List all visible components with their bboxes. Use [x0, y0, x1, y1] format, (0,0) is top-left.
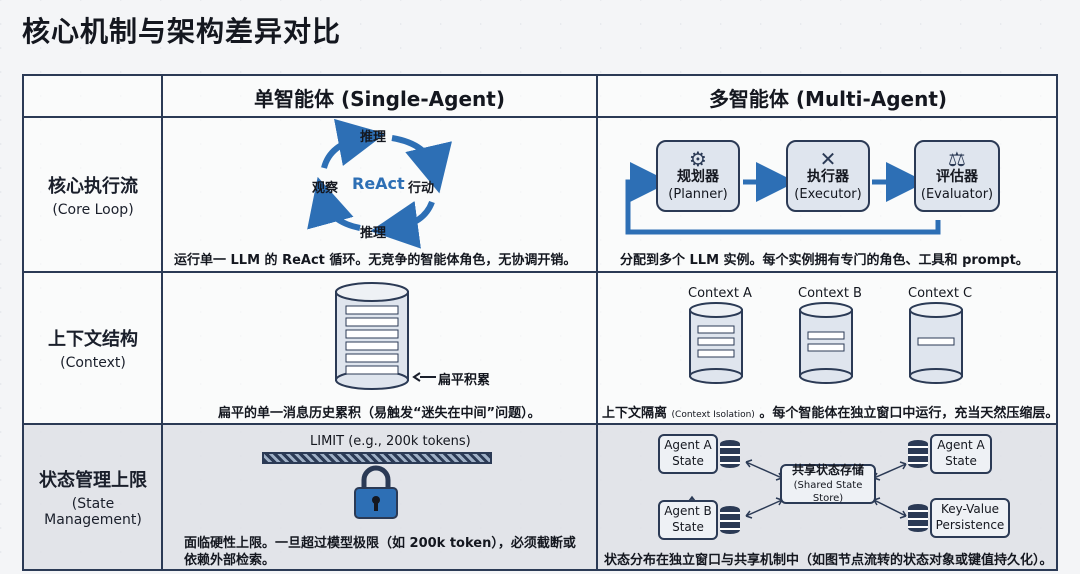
- database-icon: [908, 440, 928, 468]
- caption-small: (Context Isolation): [671, 410, 755, 420]
- context-c-label: Context C: [908, 286, 973, 301]
- scale-icon: ⚖: [948, 147, 966, 172]
- key-value-persistence: Key-Value Persistence: [930, 498, 1010, 538]
- feedback-arrow: [625, 162, 941, 235]
- core-loop-single-caption: 运行单一 LLM 的 ReAct 循环。无竞争的智能体角色，无协调开销。: [174, 253, 577, 268]
- node-line: Persistence: [935, 518, 1005, 532]
- node-line: Agent A: [664, 438, 712, 453]
- divider: [161, 76, 163, 569]
- pipeline-arrows: [625, 162, 941, 235]
- pointer-arrow: [412, 372, 436, 382]
- limit-bar: [262, 452, 492, 464]
- node-line: (Shared State Store): [793, 479, 863, 504]
- executor-node: ✕ 执行器 (Executor): [786, 140, 870, 212]
- row-title: 核心执行流: [48, 175, 138, 197]
- state-multi-caption: 状态分布在独立窗口与共享机制中（如图节点流转的状态对象或键值持久化）。: [604, 553, 1053, 568]
- flat-history-cylinder: [335, 282, 409, 390]
- cycle-label-bottom: 推理: [360, 226, 387, 241]
- cycle-center-label: ReAct: [352, 174, 405, 193]
- row-title: 上下文结构: [48, 329, 138, 350]
- comparison-table: 单智能体 (Single-Agent) 多智能体 (Multi-Agent) 核…: [22, 74, 1058, 571]
- react-cycle-diagram: [307, 118, 452, 249]
- node-title: 规划器: [677, 169, 719, 186]
- cycle-arrow: [307, 176, 361, 231]
- evaluator-node: ⚖ 评估器 (Evaluator): [914, 140, 1000, 212]
- core-loop-multi-caption: 分配到多个 LLM 实例。每个实例拥有专门的角色、工具和 prompt。: [620, 253, 1029, 268]
- agent-a-state-left: Agent A State: [658, 434, 718, 474]
- context-multi-caption: 上下文隔离 (Context Isolation) 。每个智能体在独立窗口中运行…: [602, 402, 1058, 421]
- row-header-core-loop: 核心执行流 (Core Loop): [24, 118, 162, 271]
- row-subtitle: (Context): [60, 355, 126, 371]
- context-stores: [689, 302, 963, 384]
- agent-b-state-left: Agent B State: [658, 500, 718, 540]
- node-line: Agent B: [664, 504, 712, 519]
- context-a-cylinder: [689, 302, 743, 384]
- cycle-label-left: 观察: [312, 181, 339, 196]
- column-header-single: 单智能体 (Single-Agent): [254, 86, 505, 111]
- node-title: 执行器: [807, 169, 849, 186]
- agent-a-state-right: Agent A State: [930, 434, 992, 474]
- cycle-label-top: 推理: [360, 130, 387, 145]
- cycle-arrow: [370, 200, 435, 249]
- shared-state-store: 共享状态存储 (Shared State Store): [780, 463, 876, 504]
- divider: [24, 423, 1056, 425]
- node-line: 共享状态存储: [791, 463, 864, 478]
- divider: [596, 76, 598, 569]
- context-c-cylinder: [909, 302, 963, 384]
- context-single-caption: 扁平的单一消息历史累积（易触发“迷失在中间”问题）。: [218, 406, 541, 421]
- node-subtitle: (Evaluator): [920, 186, 994, 202]
- database-icon: [720, 506, 740, 534]
- cycle-arrow: [321, 118, 386, 169]
- limit-label: LIMIT (e.g., 200k tokens): [310, 434, 471, 449]
- state-row-background: [24, 423, 1056, 569]
- context-b-cylinder: [799, 302, 853, 384]
- tools-icon: ✕: [819, 147, 837, 172]
- node-line: Key-Value: [940, 502, 1000, 517]
- database-icon: [908, 504, 928, 532]
- flat-accumulation-label: 扁平积累: [438, 373, 491, 388]
- node-line: State: [945, 454, 977, 468]
- node-subtitle: (Planner): [668, 186, 728, 202]
- caption-main: 上下文隔离: [602, 406, 668, 421]
- state-single-caption-line2: 依赖外部检索。: [184, 553, 276, 568]
- row-subtitle: (State Management): [44, 496, 142, 528]
- planner-node: ⚙ 规划器 (Planner): [656, 140, 740, 212]
- context-a-label: Context A: [688, 286, 752, 301]
- node-title: 评估器: [936, 169, 978, 186]
- gear-icon: ⚙: [689, 147, 707, 172]
- caption-rest: 。每个智能体在独立窗口中运行，充当天然压缩层。: [759, 406, 1059, 421]
- row-title: 状态管理上限: [39, 470, 147, 491]
- database-icon: [720, 440, 740, 468]
- row-header-context: 上下文结构 (Context): [24, 273, 162, 423]
- divider: [24, 271, 1056, 273]
- context-b-label: Context B: [798, 286, 862, 301]
- page-title: 核心机制与架构差异对比: [22, 15, 342, 48]
- cycle-label-right: 行动: [408, 181, 435, 196]
- column-header-multi: 多智能体 (Multi-Agent): [708, 86, 948, 111]
- node-line: Agent A: [937, 438, 985, 453]
- row-subtitle: (Core Loop): [52, 201, 134, 218]
- state-single-caption-line1: 面临硬性上限。一旦超过模型极限（如 200k token），必须截断或: [184, 536, 576, 551]
- node-subtitle: (Executor): [794, 186, 862, 202]
- cycle-arrow: [391, 135, 452, 194]
- divider: [24, 116, 1056, 118]
- lock-icon: [354, 465, 398, 519]
- node-line: State: [672, 520, 704, 534]
- node-line: State: [672, 454, 704, 468]
- row-header-state: 状态管理上限 (State Management): [24, 425, 162, 569]
